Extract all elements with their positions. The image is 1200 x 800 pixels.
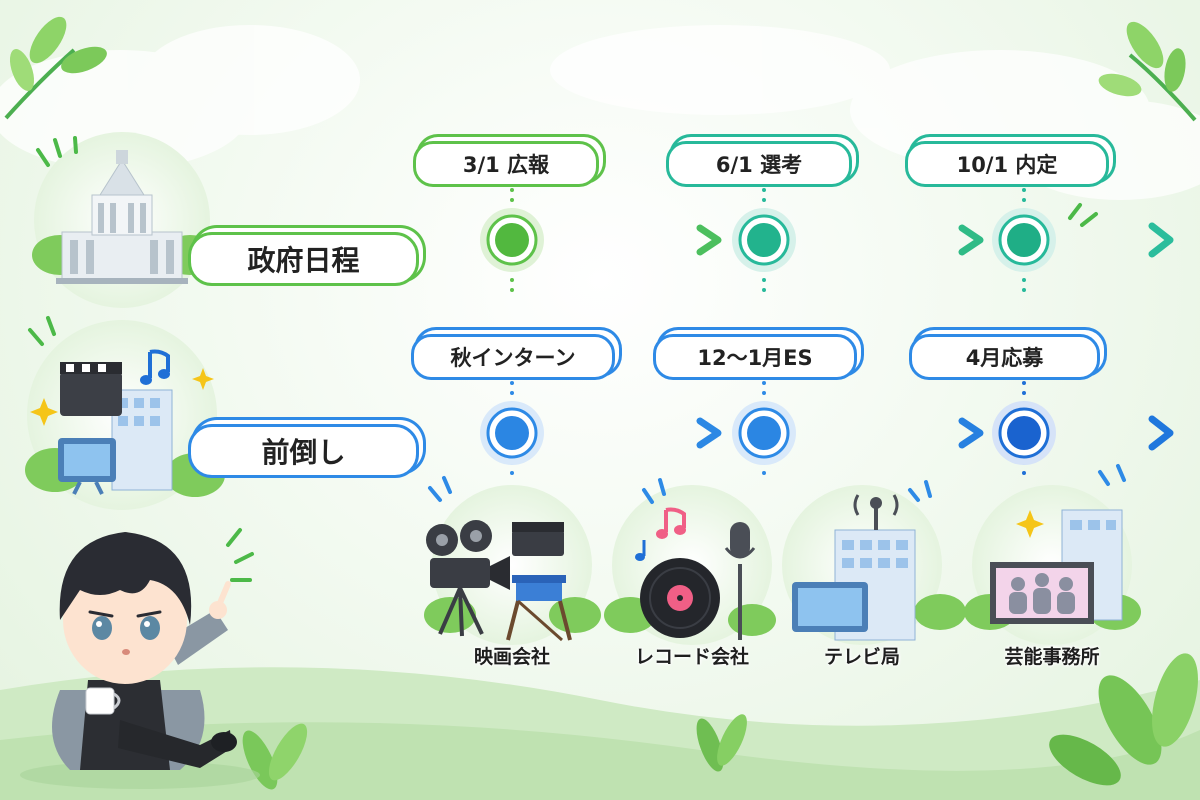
industry-label-tv: テレビ局	[823, 646, 900, 668]
leaf-decoration-bottom-right	[1049, 653, 1198, 786]
government-row-label: 政府日程	[188, 232, 419, 286]
leaf-decoration-bottom-center	[242, 714, 747, 790]
industry-label-record: レコード会社	[634, 646, 749, 668]
advanced-node-2	[732, 401, 796, 465]
character-mascot	[20, 532, 260, 789]
sparkle-lines-icon	[36, 136, 1098, 227]
milestone-gov-3: 10/1 内定	[905, 141, 1109, 187]
milestone-adv-3: 4月応募	[909, 334, 1100, 380]
talent-agency-icon	[964, 485, 1141, 645]
milestone-adv-1: 秋インターン	[411, 334, 615, 380]
media-industry-icon	[25, 320, 225, 510]
government-node-3	[992, 208, 1056, 272]
vinyl-record-icon	[604, 485, 776, 645]
sparkle-lines-icon	[428, 464, 1126, 504]
sparkle-lines-icon	[226, 528, 254, 582]
leaf-decoration-top-right	[1098, 21, 1197, 122]
sparkle-lines-icon	[28, 316, 56, 346]
advanced-node-1	[480, 401, 544, 465]
advanced-row-label: 前倒し	[188, 424, 419, 478]
government-node-1	[480, 208, 544, 272]
tv-station-icon	[782, 485, 966, 645]
industry-label-movie: 映画会社	[473, 646, 550, 668]
milestone-adv-2: 12〜1月ES	[653, 334, 857, 380]
advanced-node-3	[992, 401, 1056, 465]
industry-label-talent: 芸能事務所	[1004, 646, 1100, 668]
milestone-gov-2: 6/1 選考	[666, 141, 852, 187]
movie-camera-icon	[424, 485, 601, 645]
milestone-gov-1: 3/1 広報	[413, 141, 599, 187]
government-node-2	[732, 208, 796, 272]
leaf-decoration-top-left	[4, 16, 107, 120]
parliament-building-icon	[32, 132, 218, 308]
